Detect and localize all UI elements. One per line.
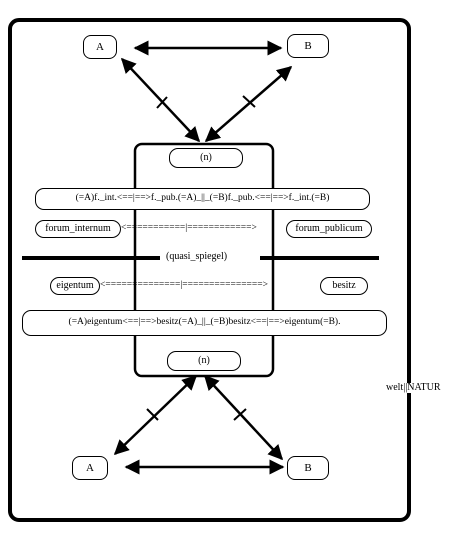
arrow-bottom-a-center	[113, 374, 198, 456]
welt-natur-label: welt||NATUR	[386, 382, 441, 393]
forum-publicum-box: forum_publicum	[286, 220, 372, 238]
arrow-top-b-center	[204, 66, 293, 142]
node-top-a: A	[83, 35, 117, 59]
node-bottom-b: B	[287, 456, 329, 480]
forum-arrow-text: <===========|============>	[121, 223, 257, 233]
arrow-bottom-b-center	[203, 374, 284, 461]
besitz-box: besitz	[320, 277, 368, 295]
center-top-label: (n)	[169, 148, 243, 168]
node-bottom-a: A	[72, 456, 108, 480]
tick-top-a	[156, 96, 168, 109]
center-bottom-label: (n)	[167, 351, 241, 371]
node-top-b: B	[287, 34, 329, 58]
tick-bottom-a	[146, 408, 159, 421]
arrow-top-a-center	[120, 57, 201, 143]
forum-relation-box: (=A)f._int.<==|==>f._pub.(=A)_||_(=B)f._…	[35, 188, 370, 210]
eigentum-box: eigentum	[50, 277, 100, 295]
forum-internum-box: forum_internum	[35, 220, 121, 238]
outer-frame	[8, 18, 411, 522]
quasi-spiegel-label: (quasi_spiegel)	[166, 251, 228, 262]
tick-top-b	[242, 95, 256, 108]
eigentum-arrow-text: <==============|===============>	[100, 280, 268, 290]
eigentum-relation-box: (=A)eigentum<==|==>besitz(=A)_||_(=B)bes…	[22, 310, 387, 336]
tick-bottom-b	[233, 408, 247, 421]
